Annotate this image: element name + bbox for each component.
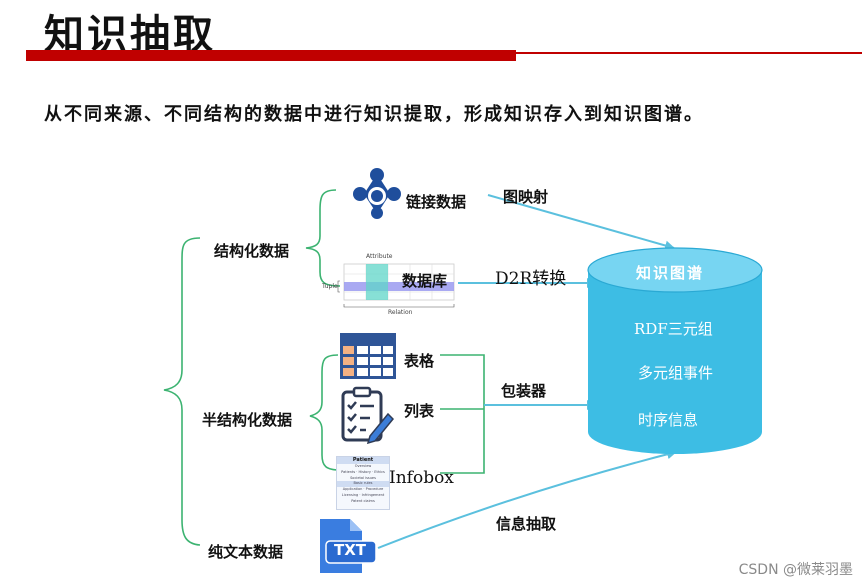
method-d2r: D2R转换 <box>495 264 566 289</box>
category-plain-text: 纯文本数据 <box>208 541 283 562</box>
linked-data-icon <box>352 168 402 220</box>
checklist-icon <box>340 386 394 444</box>
txt-icon-label: TXT <box>334 541 366 559</box>
kg-item-temporal: 时序信息 <box>638 409 698 430</box>
source-list: 列表 <box>404 400 434 421</box>
kg-item-rdf: RDF三元组 <box>634 318 713 339</box>
method-info-extraction: 信息抽取 <box>496 513 556 534</box>
watermark: CSDN @微莱羽墨 <box>739 559 853 579</box>
infobox-row: Patent claims <box>337 499 389 505</box>
infobox-figure: Patient Overview Patients · History · Et… <box>336 456 390 510</box>
method-graph-mapping: 图映射 <box>503 186 548 207</box>
source-linked-data: 链接数据 <box>406 191 466 212</box>
table-icon <box>340 333 396 379</box>
bracket-wrapper <box>440 355 484 473</box>
category-semi-structured: 半结构化数据 <box>202 409 292 430</box>
source-database: 数据库 <box>402 270 447 291</box>
relation-attribute-label: Attribute <box>366 253 393 260</box>
source-table: 表格 <box>404 350 434 371</box>
category-structured: 结构化数据 <box>214 240 289 261</box>
relation-tuple-label: Tuple <box>322 283 338 290</box>
bracket-main <box>164 238 200 545</box>
kg-item-events: 多元组事件 <box>638 362 713 383</box>
source-infobox: Infobox <box>389 468 454 488</box>
infobox-row: Patients · History · Ethics <box>337 470 389 476</box>
infobox-row: Licensing · Infringement <box>337 493 389 499</box>
bracket-semi <box>310 355 340 470</box>
knowledge-graph-title: 知识图谱 <box>636 262 704 283</box>
method-wrapper: 包装器 <box>501 380 546 401</box>
infobox-header: Patient <box>337 457 389 464</box>
relation-relation-label: Relation <box>388 309 412 316</box>
